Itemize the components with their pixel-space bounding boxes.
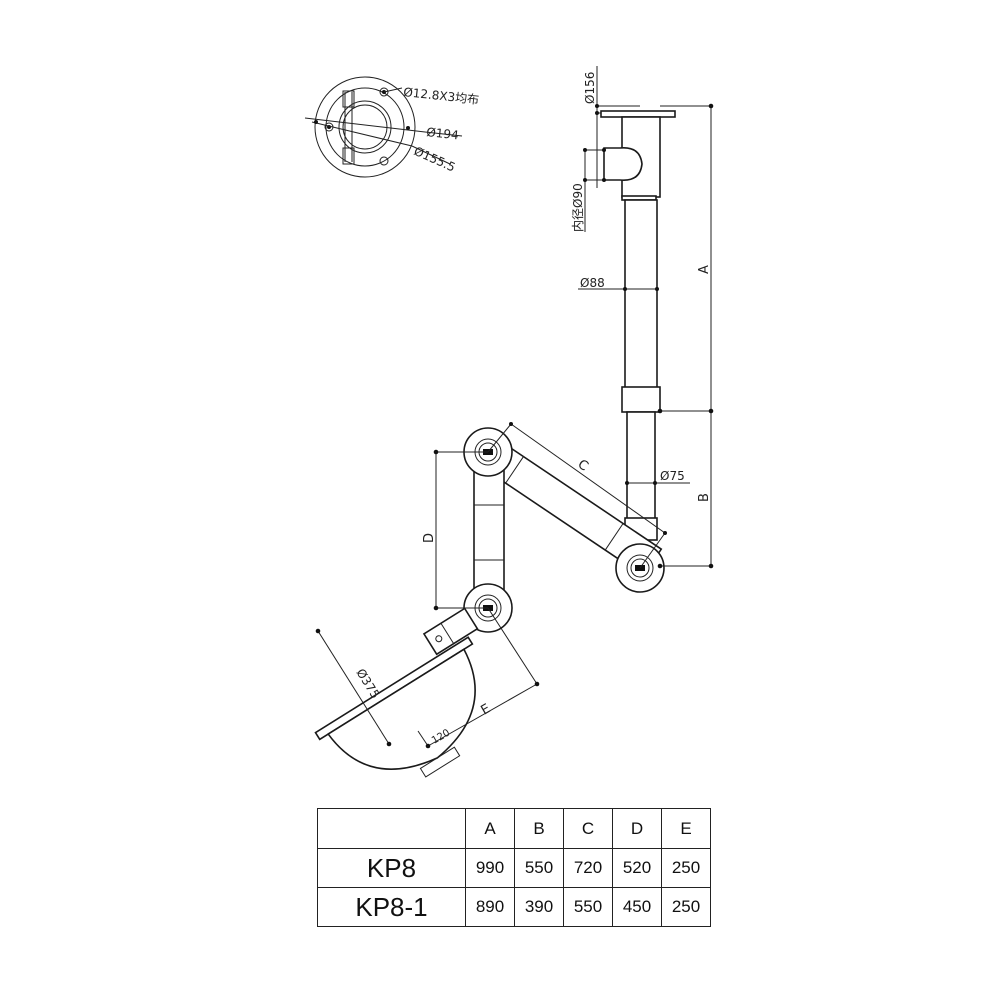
lower-pipe-dia-label: Ø75 <box>660 469 685 483</box>
value-cell: 890 <box>465 887 515 927</box>
hood-dia-label: Ø375 <box>353 666 382 701</box>
column-header: D <box>612 808 662 849</box>
table-row: KP8 990 550 720 520 250 <box>317 848 711 888</box>
column-header: C <box>563 808 613 849</box>
value-cell: 450 <box>612 887 662 927</box>
model-name-cell: KP8-1 <box>317 887 466 927</box>
column-header: E <box>661 808 711 849</box>
inner-dia-label: 内径Ø90 <box>571 183 585 232</box>
main-pipe <box>624 199 658 389</box>
table-corner-cell <box>317 808 466 849</box>
value-cell: 550 <box>563 887 613 927</box>
spec-table: A B C D E KP8 990 550 720 520 250 KP8-1 … <box>317 808 711 927</box>
value-cell: 250 <box>661 848 711 888</box>
column-header: A <box>465 808 515 849</box>
value-cell: 520 <box>612 848 662 888</box>
table-header-row: A B C D E <box>317 808 711 849</box>
dim-b-label: B <box>697 493 712 502</box>
pipe-dia-label: Ø88 <box>580 276 605 290</box>
table-row: KP8-1 890 390 550 450 250 <box>317 887 711 927</box>
dim-d-label: D <box>422 533 437 543</box>
lower-pipe <box>626 411 656 523</box>
flange-pcd-label: Ø155.5 <box>412 144 458 175</box>
mounting-plate <box>600 110 676 118</box>
column-header: B <box>514 808 564 849</box>
arm-side-view: A B Ø156 内径Ø90 Ø88 Ø75 C <box>314 66 714 778</box>
flange-hole-label: Ø12.8X3均布 <box>403 85 480 107</box>
pipe-coupling <box>621 386 661 413</box>
value-cell: 550 <box>514 848 564 888</box>
flange-outer-dia-label: Ø194 <box>426 125 460 142</box>
hood <box>314 636 476 778</box>
dim-a-label: A <box>697 265 712 274</box>
value-cell: 390 <box>514 887 564 927</box>
value-cell: 250 <box>661 887 711 927</box>
hood-neck <box>422 607 479 656</box>
flange-top-view: Ø12.8X3均布 Ø194 Ø155.5 <box>304 76 480 178</box>
top-plate-dia-label: Ø156 <box>583 72 597 104</box>
value-cell: 720 <box>563 848 613 888</box>
dim-c-label: C <box>575 457 591 474</box>
duct-elbow <box>603 147 643 181</box>
value-cell: 990 <box>465 848 515 888</box>
model-name-cell: KP8 <box>317 848 466 888</box>
